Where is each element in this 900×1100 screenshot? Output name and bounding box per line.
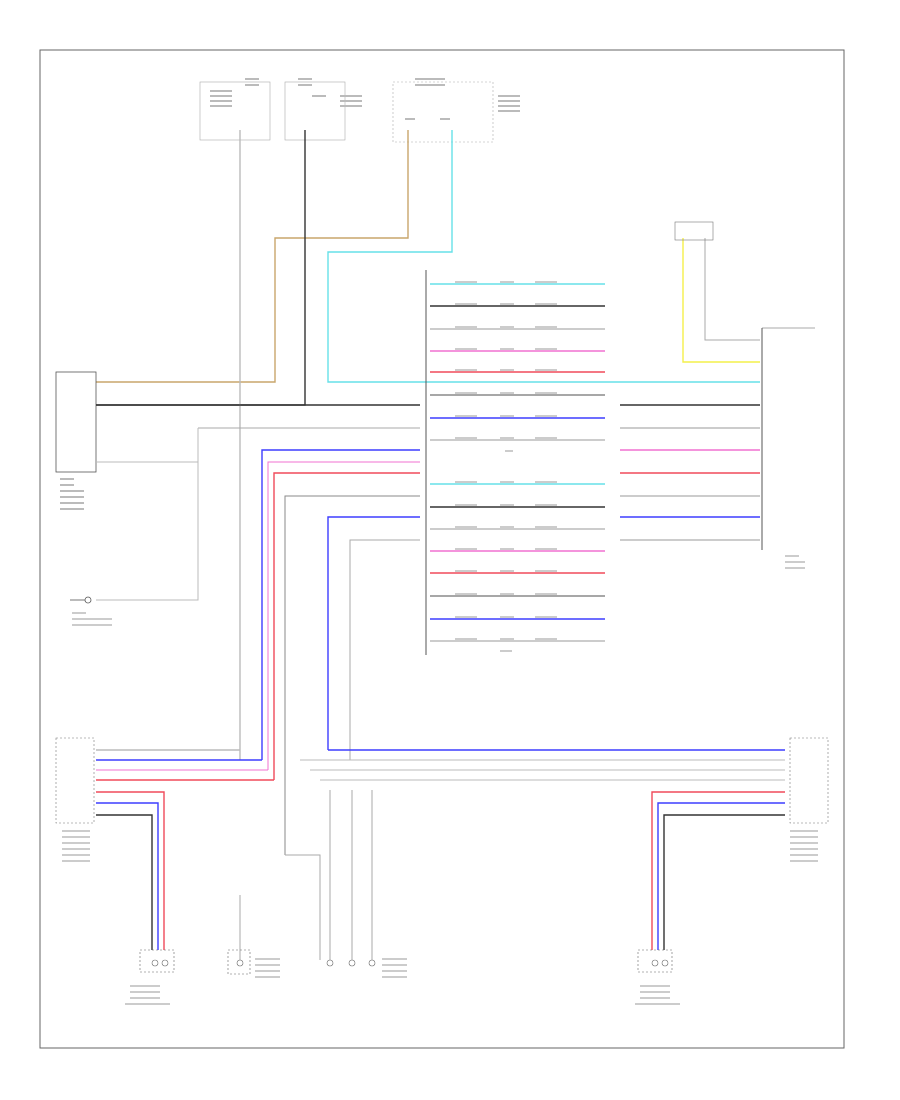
left-ground-symbol — [70, 596, 92, 604]
wire-lightblue-feed — [327, 130, 620, 383]
central-row-labels — [455, 281, 557, 652]
left-upper-connector-label — [60, 478, 84, 510]
top-source-blocks — [199, 81, 494, 143]
wire-blue-down-right — [657, 802, 785, 950]
bottom-ground-symbols — [139, 949, 673, 975]
wire-yellow-right — [682, 238, 760, 363]
wire-black-down-right — [663, 814, 785, 950]
left-ground-label — [72, 612, 112, 626]
wire-gray-left — [284, 495, 420, 855]
diagram-frame — [39, 49, 845, 1049]
feed-wires — [96, 130, 620, 760]
left-upper-connector — [55, 371, 97, 473]
wire-red-down-left — [96, 791, 165, 950]
wire-blue-mid — [327, 516, 420, 750]
top-source-placeholder-text — [210, 78, 520, 120]
wire-blue-left — [261, 449, 420, 760]
bottom-left-wires — [96, 749, 274, 950]
bottom-labels — [62, 555, 818, 1005]
wire-black-down-left — [96, 814, 153, 950]
wire-tan-feed — [96, 130, 409, 383]
bottom-right-connector — [789, 737, 829, 824]
bottom-left-connector — [55, 737, 95, 824]
wire-blue-down-left — [96, 802, 159, 950]
wire-red-left — [273, 472, 420, 780]
wire-red-down-right — [651, 791, 785, 950]
right-top-connector — [674, 221, 714, 241]
wire-pink-left — [267, 461, 420, 770]
wire-black-feed — [96, 130, 306, 406]
left-to-center-wires — [96, 404, 420, 855]
bottom-center-wires — [239, 790, 373, 960]
central-connector — [425, 270, 605, 655]
right-wires — [620, 238, 760, 541]
bottom-right-wires — [300, 749, 785, 950]
